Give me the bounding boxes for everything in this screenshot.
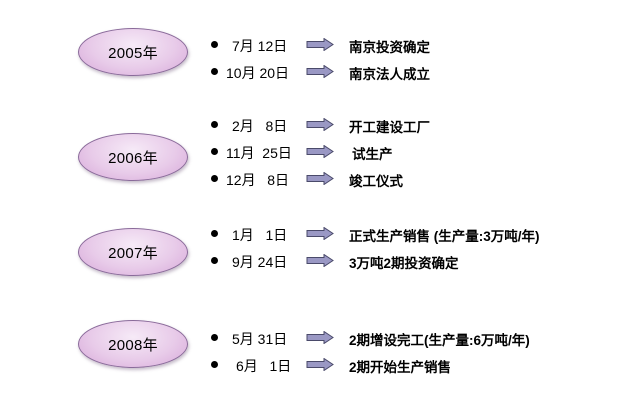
year-label: 2007年 (108, 244, 158, 262)
event-date: 5月 31日 (232, 331, 288, 347)
arrow-right-icon (306, 145, 334, 158)
timeline-event: 9月 24日 3万吨2期投资确定 (0, 251, 637, 271)
event-description: 南京投资确定 (349, 40, 430, 55)
event-date: 2月 8日 (232, 118, 288, 134)
event-description: 3万吨2期投资确定 (349, 256, 459, 271)
bullet-icon (211, 148, 218, 155)
year-2006-oval: 2006年 (78, 133, 188, 181)
bullet-icon (211, 230, 218, 237)
arrow-right-icon (306, 331, 334, 344)
arrow-right-icon (306, 65, 334, 78)
timeline-event: 6月 1日 2期开始生产销售 (0, 355, 637, 375)
bullet-icon (211, 257, 218, 264)
timeline-event: 1月 1日 正式生产销售 (生产量:3万吨/年) (0, 224, 637, 244)
year-label: 2005年 (108, 44, 158, 62)
bullet-icon (211, 41, 218, 48)
event-date: 12月 8日 (226, 172, 290, 188)
event-description: 2期开始生产销售 (349, 360, 452, 375)
arrow-right-icon (306, 358, 334, 371)
bullet-icon (211, 334, 218, 341)
year-label: 2006年 (108, 149, 158, 167)
event-description: 试生产 (352, 147, 393, 162)
event-date: 10月 20日 (226, 65, 290, 81)
event-description: 南京法人成立 (349, 67, 430, 82)
year-2008-oval: 2008年 (78, 320, 188, 368)
timeline-event: 11月 25日 试生产 (0, 142, 637, 162)
arrow-right-icon (306, 254, 334, 267)
event-date: 9月 24日 (232, 254, 288, 270)
year-2007-oval: 2007年 (78, 228, 188, 276)
timeline-event: 10月 20日 南京法人成立 (0, 62, 637, 82)
arrow-right-icon (306, 118, 334, 131)
year-label: 2008年 (108, 336, 158, 354)
event-date: 1月 1日 (232, 227, 288, 243)
timeline-event: 5月 31日 2期增设完工(生产量:6万吨/年) (0, 328, 637, 348)
event-date: 7月 12日 (232, 38, 288, 54)
event-description: 竣工仪式 (349, 174, 403, 189)
arrow-right-icon (306, 172, 334, 185)
bullet-icon (211, 361, 218, 368)
bullet-icon (211, 68, 218, 75)
timeline-event: 2月 8日 开工建设工厂 (0, 115, 637, 135)
event-description: 2期增设完工(生产量:6万吨/年) (349, 333, 530, 348)
event-date: 6月 1日 (236, 358, 292, 374)
arrow-right-icon (306, 227, 334, 240)
year-2005-oval: 2005年 (78, 28, 188, 76)
timeline-event: 12月 8日 竣工仪式 (0, 169, 637, 189)
timeline-event: 7月 12日 南京投资确定 (0, 35, 637, 55)
event-date: 11月 25日 (226, 145, 292, 161)
arrow-right-icon (306, 38, 334, 51)
bullet-icon (211, 121, 218, 128)
event-description: 开工建设工厂 (349, 120, 430, 135)
event-description: 正式生产销售 (生产量:3万吨/年) (349, 229, 540, 244)
bullet-icon (211, 175, 218, 182)
